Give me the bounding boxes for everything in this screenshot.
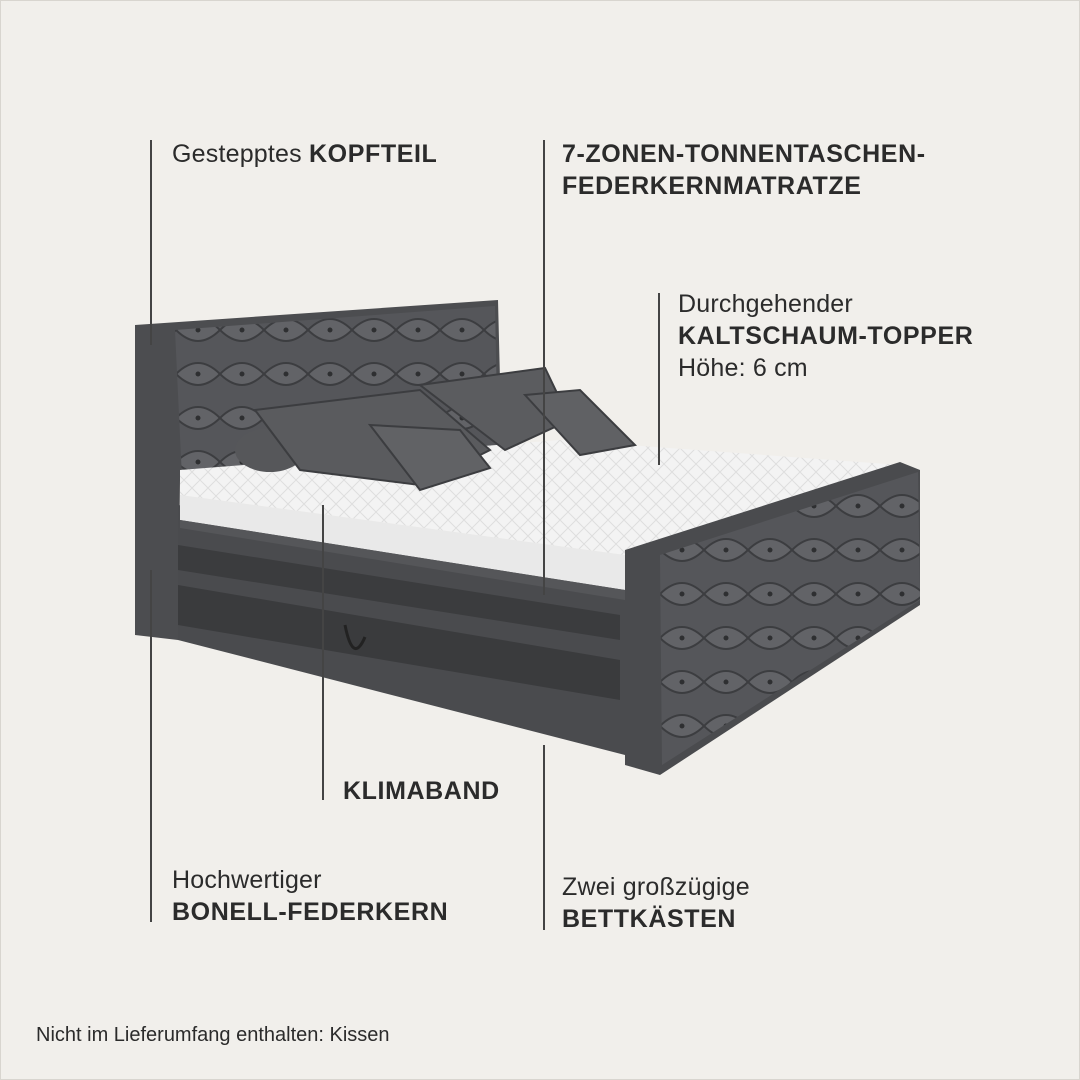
label-matratze: 7-ZONEN-TONNENTASCHEN- FEDERKERNMATRATZE xyxy=(562,138,926,202)
line-bettkaesten xyxy=(543,745,545,930)
label-federkern-line1: Hochwertiger xyxy=(172,866,322,894)
label-topper-line1: Durchgehender xyxy=(678,290,853,318)
label-topper: Durchgehender KALTSCHAUM-TOPPER Höhe: 6 … xyxy=(678,288,973,384)
footnote: Nicht im Lieferumfang enthalten: Kissen xyxy=(36,1024,390,1046)
label-topper-line2: KALTSCHAUM-TOPPER xyxy=(678,322,974,350)
line-klimaband xyxy=(322,505,324,800)
label-kopfteil: Gestepptes KOPFTEIL xyxy=(172,138,437,170)
pillows xyxy=(235,366,638,492)
line-matratze xyxy=(543,140,545,595)
line-topper xyxy=(658,293,660,465)
label-kopfteil-bold: KOPFTEIL xyxy=(309,140,438,168)
label-federkern-line2: BONELL-FEDERKERN xyxy=(172,898,449,926)
label-matratze-line1: 7-ZONEN-TONNENTASCHEN- xyxy=(562,140,926,168)
drawer-strap xyxy=(343,624,367,650)
label-bettkaesten-line1: Zwei großzügige xyxy=(562,873,750,901)
footboard xyxy=(625,462,920,775)
label-matratze-line2: FEDERKERNMATRATZE xyxy=(562,172,862,200)
label-klimaband-bold: KLIMABAND xyxy=(343,777,500,805)
label-bettkaesten: Zwei großzügige BETTKÄSTEN xyxy=(562,871,750,935)
label-bettkaesten-line2: BETTKÄSTEN xyxy=(562,905,737,933)
line-federkern xyxy=(150,570,152,922)
label-federkern: Hochwertiger BONELL-FEDERKERN xyxy=(172,864,448,928)
label-kopfteil-normal: Gestepptes xyxy=(172,140,310,168)
label-topper-line3: Höhe: 6 cm xyxy=(678,354,808,382)
line-kopfteil-top xyxy=(150,140,152,345)
label-klimaband: KLIMABAND xyxy=(343,775,500,807)
